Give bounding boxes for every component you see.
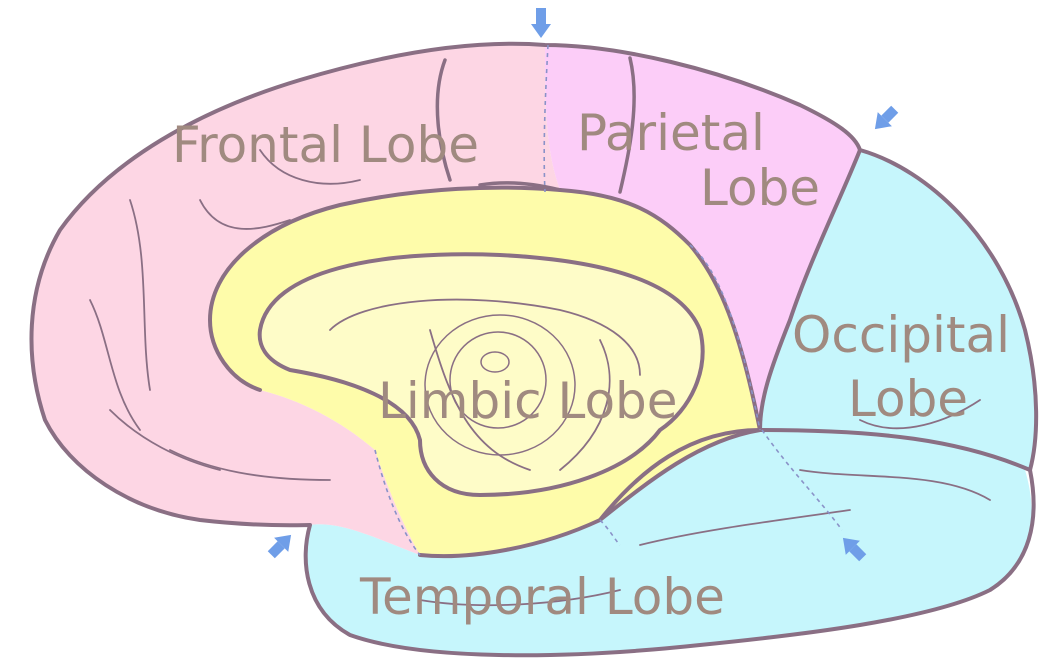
arrow-icon-lower-left	[264, 528, 298, 562]
frontal-lobe-label: Frontal Lobe	[172, 116, 479, 174]
occipital-lobe-label-line2: Lobe	[848, 370, 968, 428]
limbic-lobe-label: Limbic Lobe	[378, 372, 678, 430]
parietal-lobe-label-line2: Lobe	[700, 159, 820, 217]
arrow-icon-upper-right	[868, 102, 902, 136]
occipital-lobe-label-line1: Occipital	[792, 306, 1010, 364]
parietal-lobe-label-line1: Parietal	[577, 104, 765, 162]
temporal-lobe-label: Temporal Lobe	[359, 568, 725, 626]
arrow-icon-top	[531, 8, 551, 38]
